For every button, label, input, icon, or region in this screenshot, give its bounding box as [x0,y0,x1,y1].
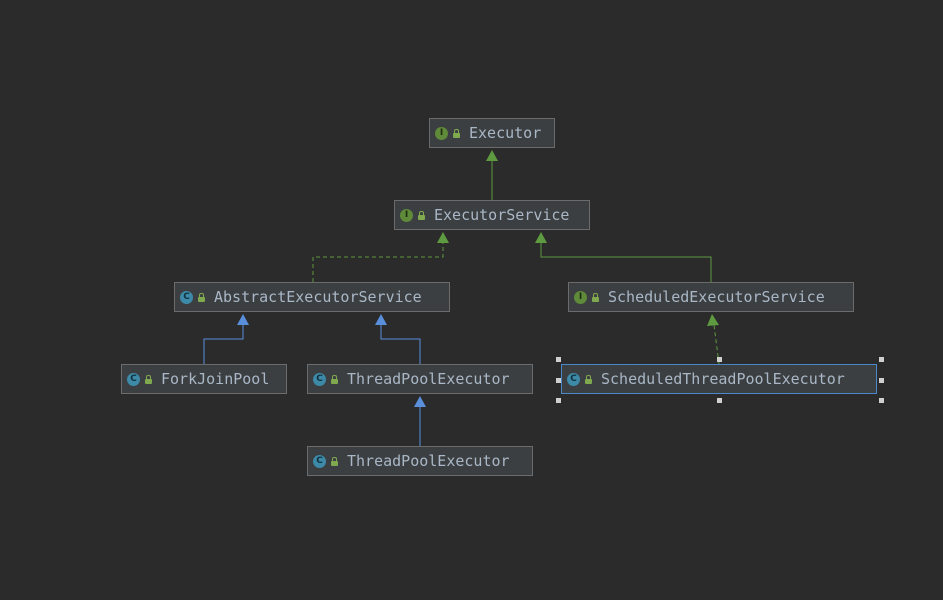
public-lock-icon [453,128,460,138]
edge-arrowhead [707,314,719,326]
public-lock-icon [585,374,592,384]
class-icon: C [313,454,326,468]
class-icon: C [127,372,140,386]
edge-scheduled-executor-service-to-executor-service [540,243,712,282]
edge-arrowhead [437,232,449,243]
edge-fork-join-pool-to-abstract-executor-service [203,325,244,364]
public-lock-icon [418,210,425,220]
edge-arrowhead [414,396,426,407]
node-fork-join-pool[interactable]: C ForkJoinPool [121,364,287,394]
abstract-class-icon: C [180,290,193,304]
edge-abstract-executor-service-to-executor-service [312,243,444,282]
public-lock-icon [198,292,205,302]
node-thread-pool-executor-subclass[interactable]: C ThreadPoolExecutor [307,446,533,476]
public-lock-icon [331,456,338,466]
resize-handle-top-right[interactable] [879,357,884,362]
resize-handle-bottom-center[interactable] [717,398,722,403]
interface-icon: I [435,126,448,140]
interface-icon: I [400,208,413,222]
edge-thread-pool-executor-to-abstract-executor-service [380,325,421,364]
node-label: ThreadPoolExecutor [347,370,510,388]
edge-arrowhead [486,150,498,161]
public-lock-icon [331,374,338,384]
node-scheduled-executor-service[interactable]: I ScheduledExecutorService [568,282,854,312]
public-lock-icon [592,292,599,302]
node-label: AbstractExecutorService [214,288,422,306]
class-icon: C [313,372,326,386]
node-label: ScheduledExecutorService [608,288,825,306]
interface-icon: I [574,290,587,304]
node-label: ForkJoinPool [161,370,270,388]
resize-handle-bottom-left[interactable] [556,398,561,403]
node-label: Executor [469,124,542,142]
resize-handle-top-left[interactable] [556,357,561,362]
node-label: ExecutorService [434,206,570,224]
node-executor[interactable]: I Executor [429,118,555,148]
node-thread-pool-executor[interactable]: C ThreadPoolExecutor [307,364,533,394]
edge-arrowhead [535,232,547,243]
resize-handle-middle-right[interactable] [879,378,884,383]
node-abstract-executor-service[interactable]: C AbstractExecutorService [174,282,450,312]
edge-arrowhead [375,314,387,325]
node-label: ThreadPoolExecutor [347,452,510,470]
node-label: ScheduledThreadPoolExecutor [601,370,845,388]
resize-handle-top-center[interactable] [717,357,722,362]
edge-arrowhead [237,314,249,325]
resize-handle-bottom-right[interactable] [879,398,884,403]
node-executor-service[interactable]: I ExecutorService [394,200,590,230]
class-icon: C [567,372,580,386]
node-scheduled-thread-pool-executor[interactable]: C ScheduledThreadPoolExecutor [561,364,877,394]
resize-handle-middle-left[interactable] [556,378,561,383]
public-lock-icon [145,374,152,384]
